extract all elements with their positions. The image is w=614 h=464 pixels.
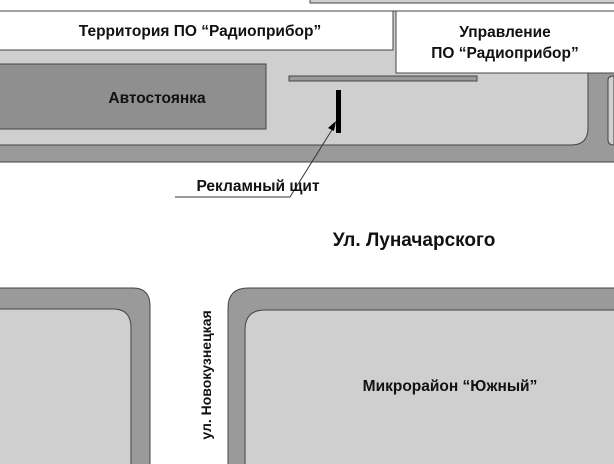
fence-bar (288, 75, 478, 82)
lower-right-block (244, 309, 614, 464)
billboard-leader-line (175, 124, 336, 198)
district-label: Микрорайон “Южный” (363, 378, 538, 395)
billboard-marker (336, 90, 341, 133)
main-street-label: Ул. Луначарского (333, 230, 496, 251)
parking-label: Автостоянка (108, 90, 206, 107)
leader-arrowhead-icon (328, 121, 336, 131)
management-building (395, 10, 614, 74)
upper-right-block (607, 75, 614, 146)
parking-lot (0, 63, 267, 130)
territory-label: Территория ПО “Радиоприбор” (79, 23, 321, 40)
territory-building (0, 10, 394, 51)
side-street-label: ул. Новокузнецкая (198, 310, 214, 439)
top-edge-building (309, 0, 614, 4)
billboard-label: Рекламный щит (196, 178, 319, 195)
lower-left-block (0, 308, 132, 464)
management-label-line2: ПО “Радиоприбор” (431, 45, 578, 62)
management-label-line1: Управление (459, 24, 551, 41)
